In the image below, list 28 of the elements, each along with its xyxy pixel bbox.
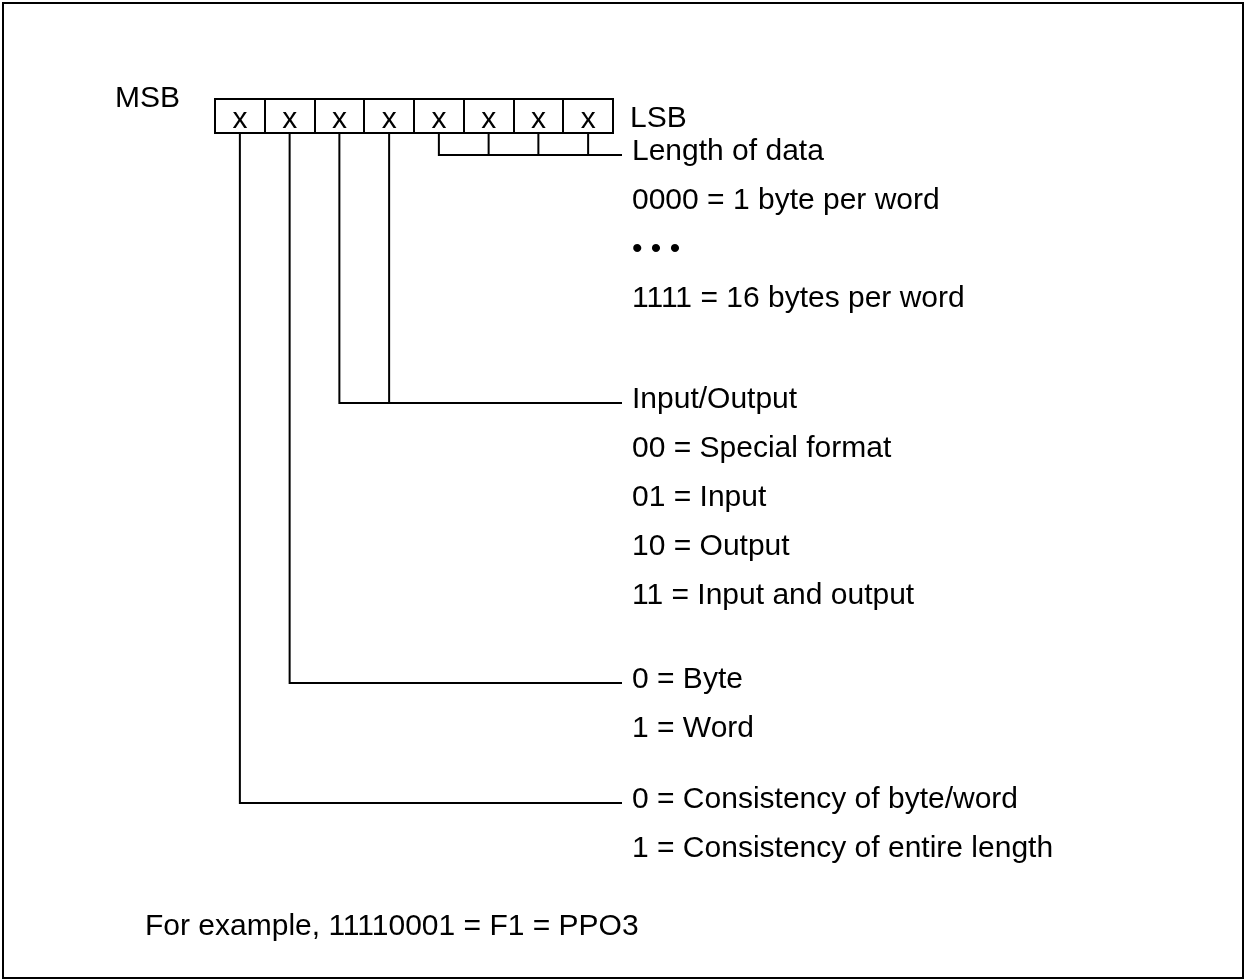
bit-cell: x: [313, 98, 366, 134]
description-line: 1 = Consistency of entire length: [632, 829, 1054, 865]
bit-cell: x: [512, 98, 565, 134]
description-line: 10 = Output: [632, 527, 791, 563]
bit-order-label: LSB: [630, 100, 687, 134]
description-line: 0000 = 1 byte per word: [632, 181, 941, 217]
bit-cell: x: [462, 98, 515, 134]
bit-cell: x: [263, 98, 316, 134]
leader-line: [288, 133, 623, 684]
leader-line: [388, 133, 623, 404]
example-note: For example, 11110001 = F1 = PPO3: [145, 908, 639, 942]
description-line: Input/Output: [632, 380, 799, 416]
bit-cell: x: [214, 98, 266, 134]
description-line: 01 = Input: [632, 478, 768, 514]
leader-line: [587, 133, 623, 156]
bit-cell: x: [413, 98, 465, 134]
description-line: 0 = Consistency of byte/word: [632, 780, 1020, 816]
description-line: 00 = Special format: [632, 429, 893, 465]
description-line: 1 = Word: [632, 709, 754, 745]
bit-order-label: MSB: [115, 80, 180, 114]
description-line: 1111 = 16 bytes per word: [632, 279, 965, 315]
description-line: 11 = Input and output: [632, 576, 915, 612]
description-line: Length of data: [632, 132, 825, 168]
description-line: 0 = Byte: [632, 660, 744, 696]
leader-line: [238, 133, 623, 804]
description-line: • • •: [632, 230, 682, 266]
bit-cell: x: [363, 98, 415, 134]
bit-cell: x: [562, 98, 614, 134]
